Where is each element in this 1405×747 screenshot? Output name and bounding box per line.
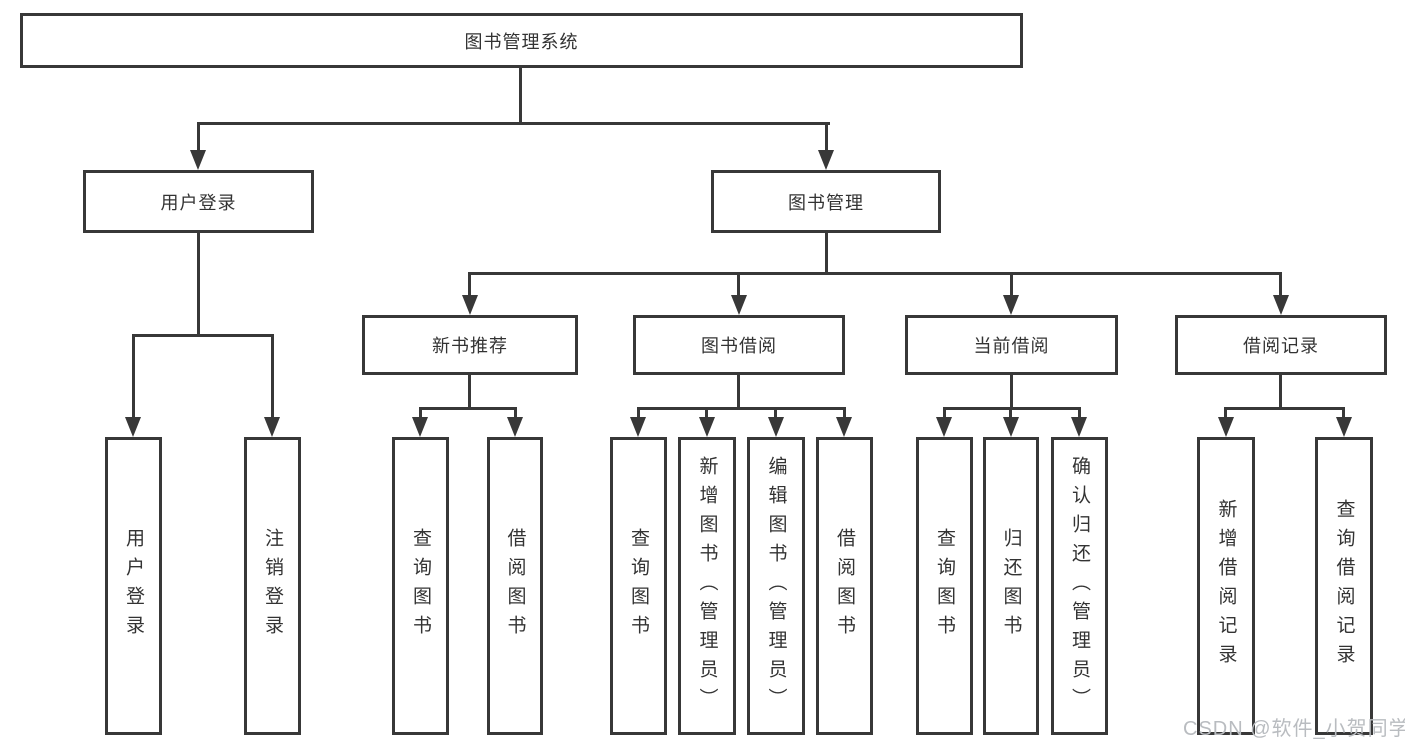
leaf-borrow-query-label: 查询图书 — [628, 528, 649, 644]
arrowhead-login-child-0 — [125, 417, 141, 437]
connector-drop-login — [197, 122, 200, 154]
connector-drop-mgmt — [825, 122, 828, 154]
connector-section-3-rail — [1224, 407, 1345, 410]
leaf-record-query-label: 查询借阅记录 — [1333, 499, 1355, 673]
connector-section-3-stem — [1279, 375, 1282, 409]
arrowhead-section-2 — [1003, 295, 1019, 315]
leaf-current-return-label: 归还图书 — [1000, 528, 1022, 644]
book-mgmt-branch-box: 图书管理 — [711, 170, 941, 233]
section-new-book-label: 新书推荐 — [432, 336, 508, 356]
arrowhead-leaf — [1336, 417, 1352, 437]
section-borrow-box: 图书借阅 — [633, 315, 845, 375]
user-login-branch-box: 用户登录 — [83, 170, 314, 233]
connector-drop-leaf — [1342, 407, 1345, 421]
connector-drop-leaf — [705, 407, 708, 421]
arrowhead-leaf — [768, 417, 784, 437]
leaf-current-query-box: 查询图书 — [916, 437, 973, 735]
connector-section-0-rail — [419, 407, 517, 410]
leaf-borrow-borrow-label: 借阅图书 — [834, 528, 855, 644]
leaf-borrow-add-label: 新增图书（管理员） — [696, 455, 718, 717]
leaf-newbook-query-box: 查询图书 — [392, 437, 449, 735]
section-borrow-label: 图书借阅 — [701, 336, 777, 356]
connector-drop-leaf — [774, 407, 777, 421]
arrowhead-leaf — [1071, 417, 1087, 437]
section-records-label: 借阅记录 — [1243, 336, 1319, 356]
connector-drop-leaf — [419, 407, 422, 421]
leaf-record-add-box: 新增借阅记录 — [1197, 437, 1255, 735]
connector-drop-leaf — [514, 407, 517, 421]
leaf-current-confirm-label: 确认归还（管理员） — [1069, 455, 1090, 717]
arrowhead-leaf — [699, 417, 715, 437]
connector-drop-login-child-1 — [271, 334, 274, 420]
section-current-label: 当前借阅 — [973, 336, 1050, 356]
connector-drop-leaf — [1078, 407, 1081, 421]
connector-drop-section-0 — [468, 272, 471, 298]
arrowhead-login-child-1 — [264, 417, 280, 437]
leaf-newbook-query-label: 查询图书 — [410, 528, 431, 644]
arrowhead-leaf — [1003, 417, 1019, 437]
arrowhead-section-0 — [462, 295, 478, 315]
connector-root-stem — [519, 68, 522, 124]
leaf-borrow-borrow-box: 借阅图书 — [816, 437, 873, 735]
connector-level3-rail — [469, 272, 1282, 275]
connector-mgmt-stem — [825, 233, 828, 275]
arrowhead-leaf — [836, 417, 852, 437]
leaf-logout-box: 注销登录 — [244, 437, 301, 735]
leaf-newbook-borrow-label: 借阅图书 — [504, 528, 526, 644]
arrowhead-login — [190, 150, 206, 170]
user-login-branch-label: 用户登录 — [160, 192, 237, 213]
connector-section-1-rail — [637, 407, 846, 410]
section-new-book-box: 新书推荐 — [362, 315, 578, 375]
leaf-current-confirm-box: 确认归还（管理员） — [1051, 437, 1108, 735]
connector-section-2-stem — [1010, 375, 1013, 409]
leaf-user-login-box: 用户登录 — [105, 437, 162, 735]
root-node-label: 图书管理系统 — [464, 31, 579, 52]
arrowhead-leaf — [936, 417, 952, 437]
connector-section-2-rail — [943, 407, 1081, 410]
connector-login-stem — [197, 233, 200, 337]
leaf-current-return-box: 归还图书 — [983, 437, 1039, 735]
connector-level2-rail — [197, 122, 830, 125]
leaf-current-query-label: 查询图书 — [934, 528, 955, 644]
leaf-user-login-label: 用户登录 — [123, 528, 144, 644]
arrowhead-leaf — [507, 417, 523, 437]
leaf-borrow-query-box: 查询图书 — [610, 437, 667, 735]
connector-drop-leaf — [1224, 407, 1227, 421]
arrowhead-leaf — [412, 417, 428, 437]
section-records-box: 借阅记录 — [1175, 315, 1387, 375]
leaf-borrow-add-box: 新增图书（管理员） — [678, 437, 736, 735]
connector-section-0-stem — [468, 375, 471, 409]
leaf-newbook-borrow-box: 借阅图书 — [487, 437, 543, 735]
leaf-borrow-edit-label: 编辑图书（管理员） — [765, 455, 787, 717]
leaf-record-add-label: 新增借阅记录 — [1215, 499, 1237, 673]
connector-login-rail — [132, 334, 274, 337]
connector-drop-leaf — [943, 407, 946, 421]
connector-drop-leaf — [1009, 407, 1012, 421]
arrowhead-leaf — [630, 417, 646, 437]
section-current-box: 当前借阅 — [905, 315, 1118, 375]
leaf-logout-label: 注销登录 — [262, 528, 283, 644]
arrowhead-section-3 — [1273, 295, 1289, 315]
arrowhead-section-1 — [731, 295, 747, 315]
arrowhead-mgmt — [818, 150, 834, 170]
connector-section-1-stem — [737, 375, 740, 409]
leaf-record-query-box: 查询借阅记录 — [1315, 437, 1373, 735]
connector-drop-leaf — [637, 407, 640, 421]
connector-drop-section-1 — [737, 272, 740, 298]
arrowhead-leaf — [1218, 417, 1234, 437]
connector-drop-leaf — [843, 407, 846, 421]
connector-drop-section-3 — [1279, 272, 1282, 298]
leaf-borrow-edit-box: 编辑图书（管理员） — [747, 437, 805, 735]
connector-drop-section-2 — [1010, 272, 1013, 298]
root-node-box: 图书管理系统 — [20, 13, 1023, 68]
csdn-watermark: CSDN @软件_小贺同学 — [1183, 718, 1405, 740]
book-mgmt-branch-label: 图书管理 — [788, 192, 864, 213]
connector-drop-login-child-0 — [132, 334, 135, 420]
